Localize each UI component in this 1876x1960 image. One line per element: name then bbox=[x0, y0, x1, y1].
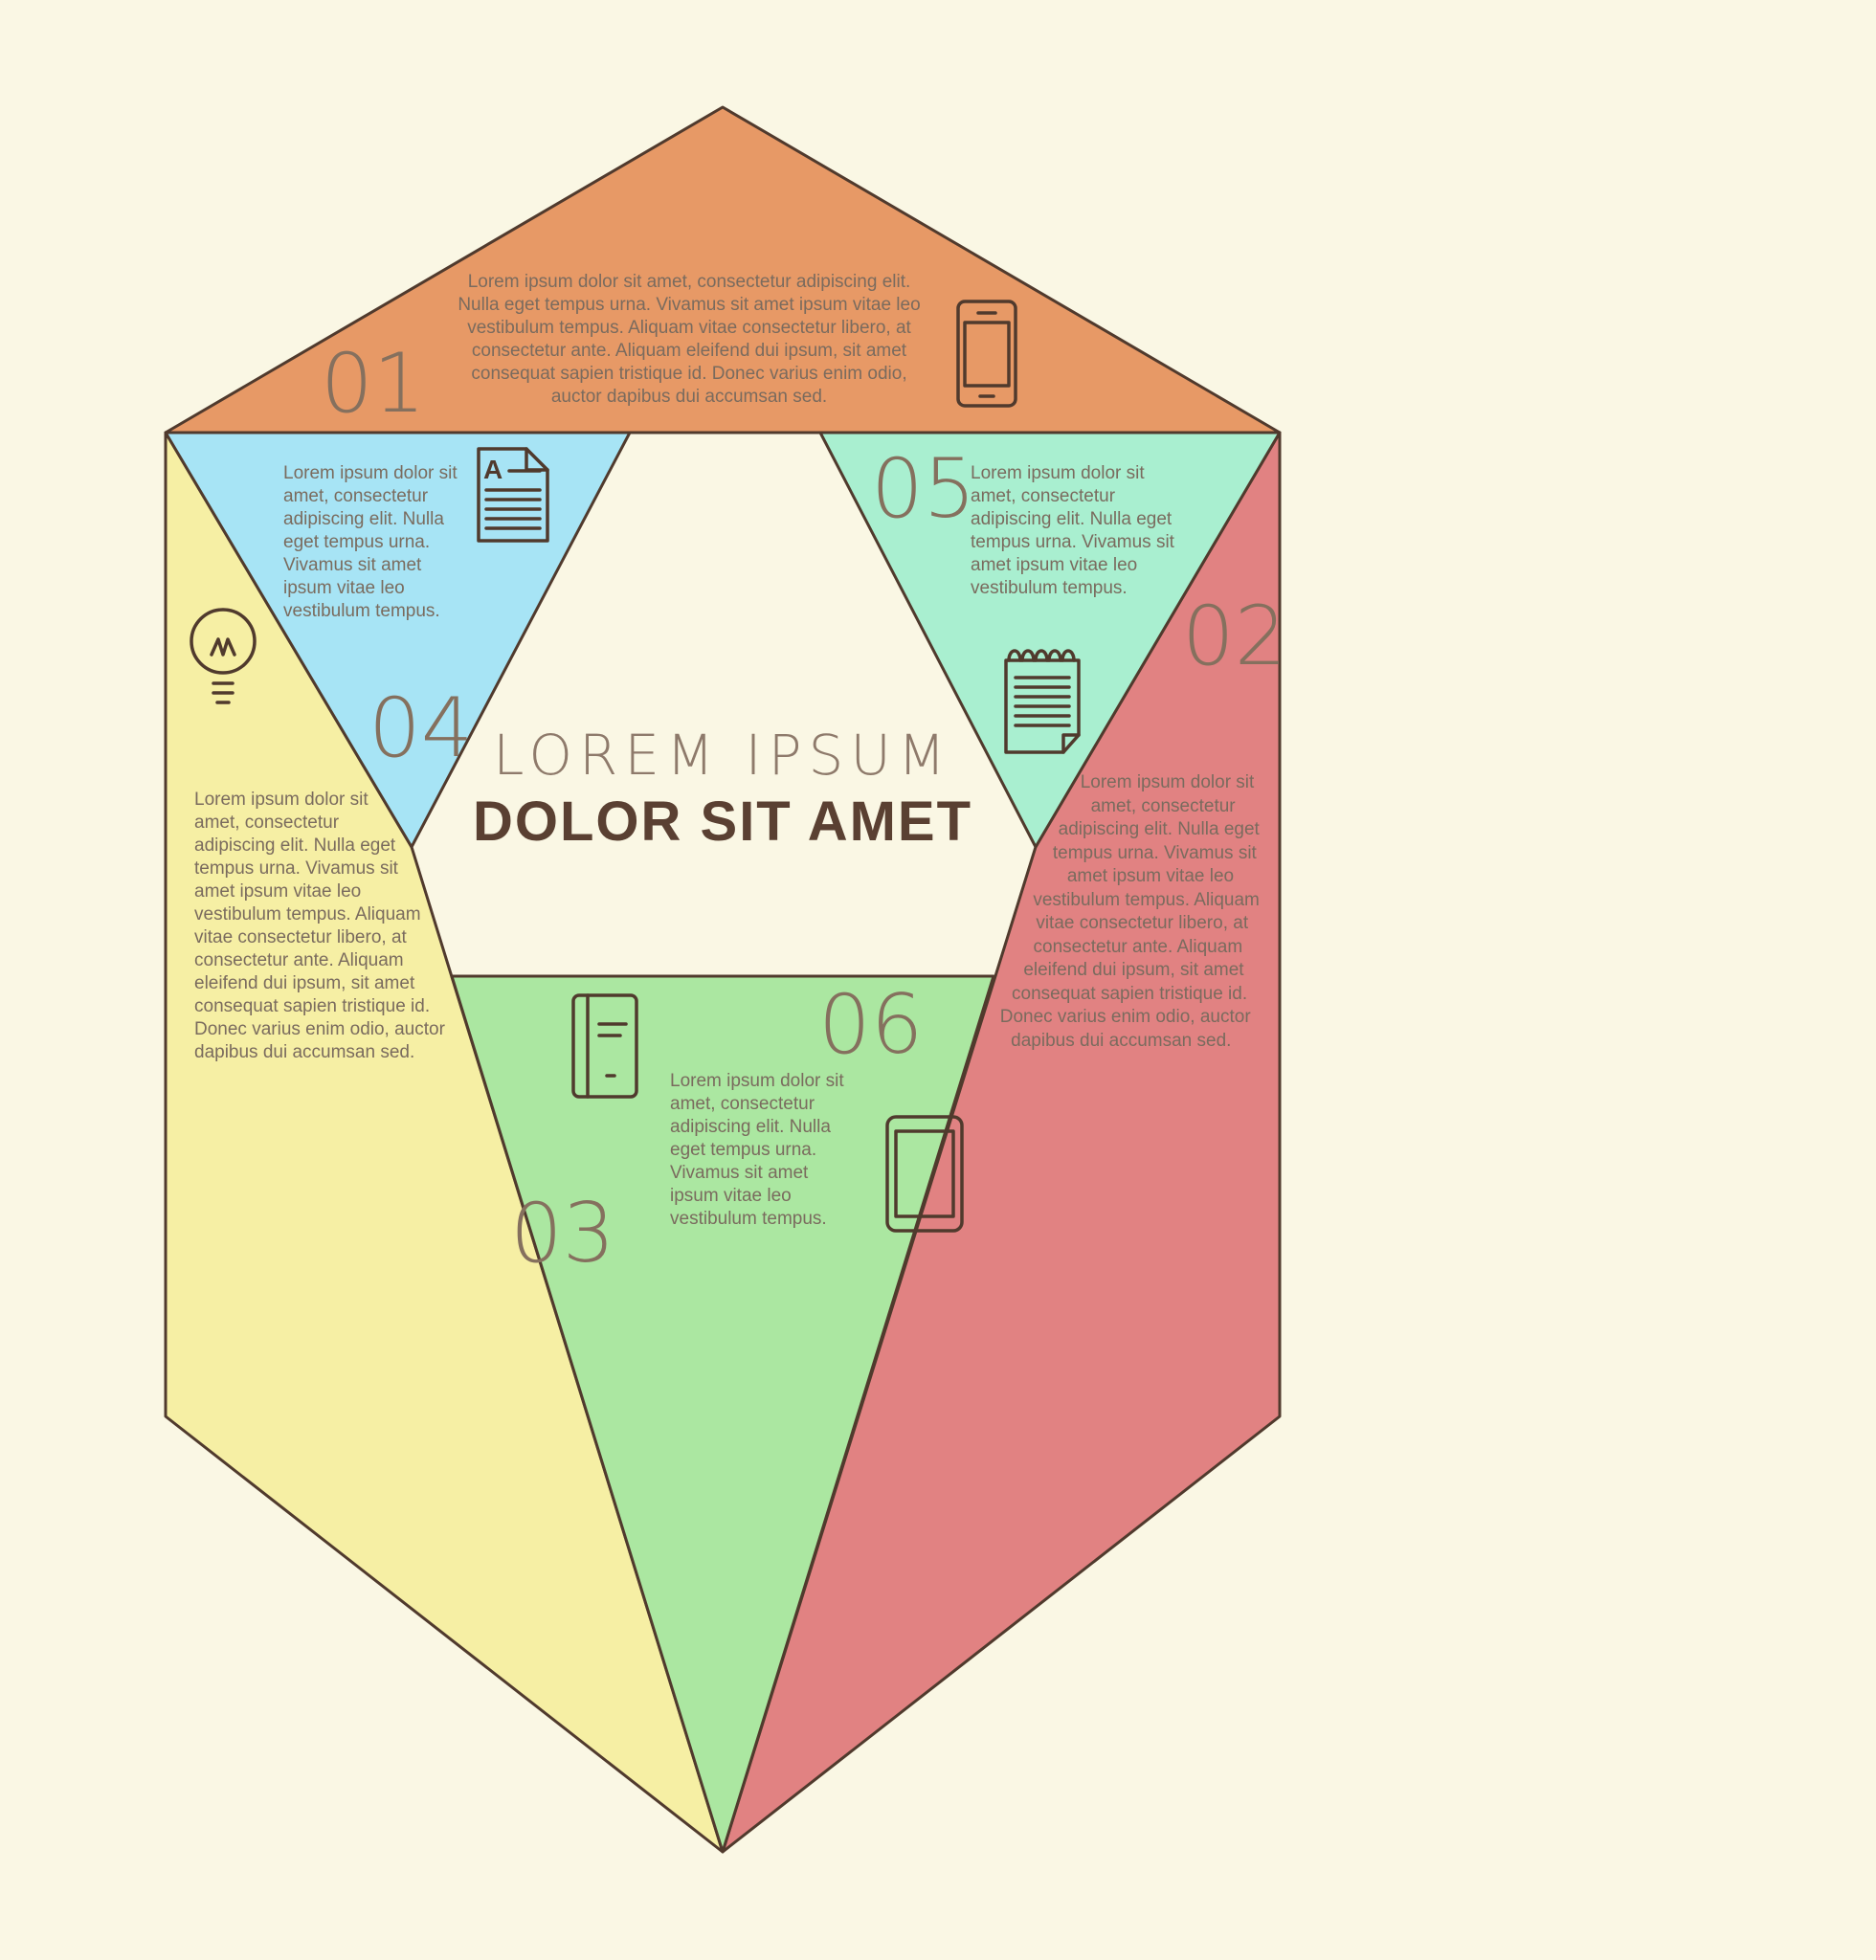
document-icon: A bbox=[471, 446, 555, 544]
segment-03-text-content: Lorem ipsum dolor sit amet, consectetur … bbox=[194, 790, 445, 1062]
center-title-line2: DOLOR SIT AMET bbox=[472, 791, 973, 853]
segment-05-text: Lorem ipsum dolor sit amet, consectetur … bbox=[971, 463, 1174, 598]
segment-03-text: Lorem ipsum dolor sit amet, consectetur … bbox=[194, 789, 512, 1124]
segment-05-number: 05 bbox=[871, 441, 976, 537]
segment-02-number: 02 bbox=[1182, 589, 1287, 684]
tablet-icon bbox=[883, 1113, 966, 1235]
segment-04-text: Lorem ipsum dolor sit amet, consectetur … bbox=[283, 463, 458, 621]
notepad-icon bbox=[998, 637, 1086, 756]
segment-01-text: Lorem ipsum dolor sit amet, consectetur … bbox=[458, 272, 921, 407]
smartphone-icon bbox=[955, 299, 1018, 409]
segment-05-shape bbox=[818, 431, 1282, 849]
center-title-line1: LOREM IPSUM bbox=[493, 723, 952, 788]
lightbulb-icon bbox=[185, 605, 261, 722]
segment-06-shape bbox=[450, 974, 995, 1854]
segment-02-text: Lorem ipsum dolor sit amet, consectetur … bbox=[960, 771, 1262, 1087]
segment-01-number: 01 bbox=[321, 336, 426, 432]
segment-06-number: 06 bbox=[818, 977, 924, 1073]
svg-text:A: A bbox=[483, 455, 502, 484]
segment-02-text-content: Lorem ipsum dolor sit amet, consectetur … bbox=[999, 772, 1260, 1051]
segment-06-text: Lorem ipsum dolor sit amet, consectetur … bbox=[670, 1071, 844, 1229]
segment-03-number: 03 bbox=[510, 1186, 615, 1281]
segment-04-shape bbox=[164, 431, 632, 849]
segment-01-shape bbox=[164, 105, 1282, 434]
segment-04-number: 04 bbox=[368, 680, 474, 776]
book-icon bbox=[569, 991, 641, 1101]
